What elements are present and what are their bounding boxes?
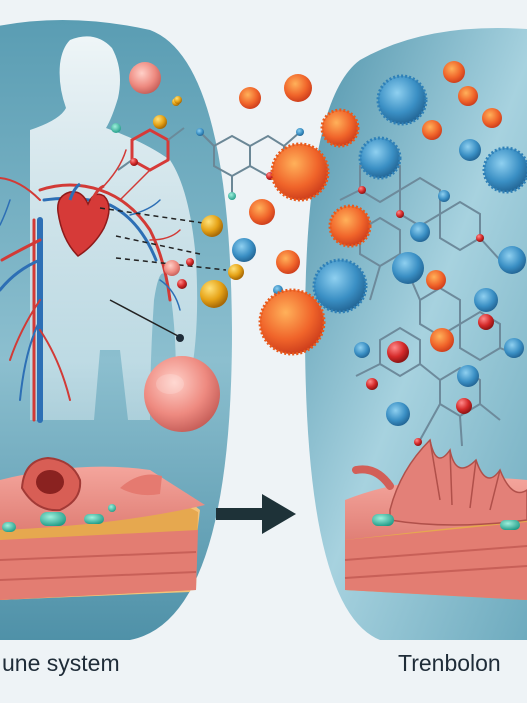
red-atoms: [358, 186, 494, 446]
heart-icon: [57, 182, 110, 257]
tissue-block-icon: [0, 456, 205, 600]
caption-trenbolone: Trenbolon: [398, 650, 501, 676]
pointer-line: [109, 299, 184, 342]
floating-spheres: [129, 62, 312, 308]
caption-immune-system: une system: [2, 650, 120, 676]
molecule-atoms-center: [196, 128, 304, 200]
cell-icon: [144, 142, 330, 432]
orange-cells: [320, 61, 502, 352]
circulatory-system: [0, 149, 181, 423]
tissue-block-damaged: [344, 438, 527, 600]
human-silhouette-icon: [30, 36, 198, 421]
blue-cells: [312, 74, 527, 426]
right-arrow-icon: [216, 494, 296, 534]
